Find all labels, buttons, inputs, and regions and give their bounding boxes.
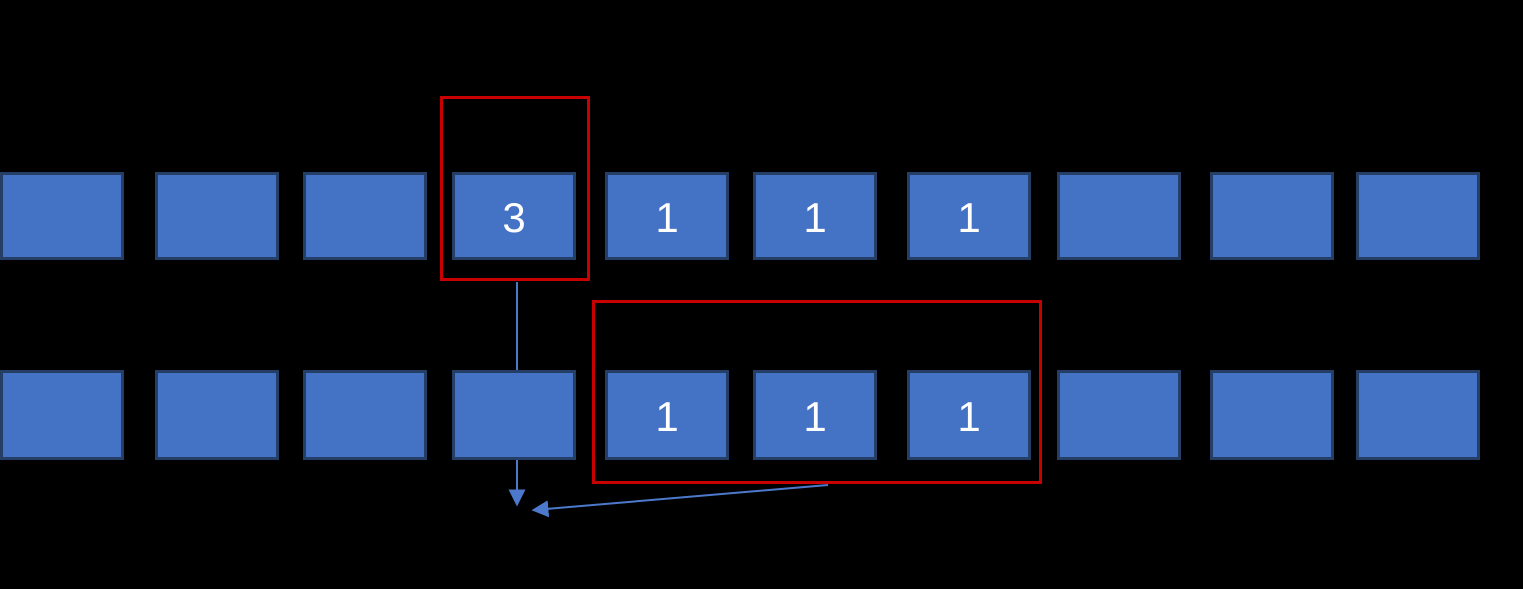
array-cell xyxy=(1057,172,1181,260)
array-cell xyxy=(303,172,427,260)
array-cell xyxy=(155,172,279,260)
cell-value: 1 xyxy=(803,194,827,241)
array-cell xyxy=(1356,172,1480,260)
cell-value: 1 xyxy=(957,194,981,241)
cell-value: 3 xyxy=(502,194,526,241)
highlight-frame-single-cell xyxy=(440,96,590,281)
highlight-frame-cell-group xyxy=(592,300,1042,484)
array-cell: 1 xyxy=(753,172,877,260)
arrow-from-highlighted-group xyxy=(531,484,829,518)
array-cell xyxy=(1210,370,1334,460)
array-cell: 1 xyxy=(907,172,1031,260)
cell-value: 1 xyxy=(655,393,679,440)
array-cell xyxy=(1356,370,1480,460)
array-cell xyxy=(0,172,124,260)
array-cell: 1 xyxy=(605,172,729,260)
array-cell xyxy=(1210,172,1334,260)
array-cell-highlighted: 1 xyxy=(907,370,1031,460)
array-cell xyxy=(1057,370,1181,460)
array-cell-highlighted: 1 xyxy=(753,370,877,460)
array-cell xyxy=(452,370,576,460)
array-cell-highlighted: 1 xyxy=(605,370,729,460)
cell-value: 1 xyxy=(957,393,981,440)
array-cell xyxy=(0,370,124,460)
array-cell-highlighted: 3 xyxy=(452,172,576,260)
array-cell xyxy=(303,370,427,460)
cell-value: 1 xyxy=(803,393,827,440)
cell-value: 1 xyxy=(655,194,679,241)
array-cell xyxy=(155,370,279,460)
